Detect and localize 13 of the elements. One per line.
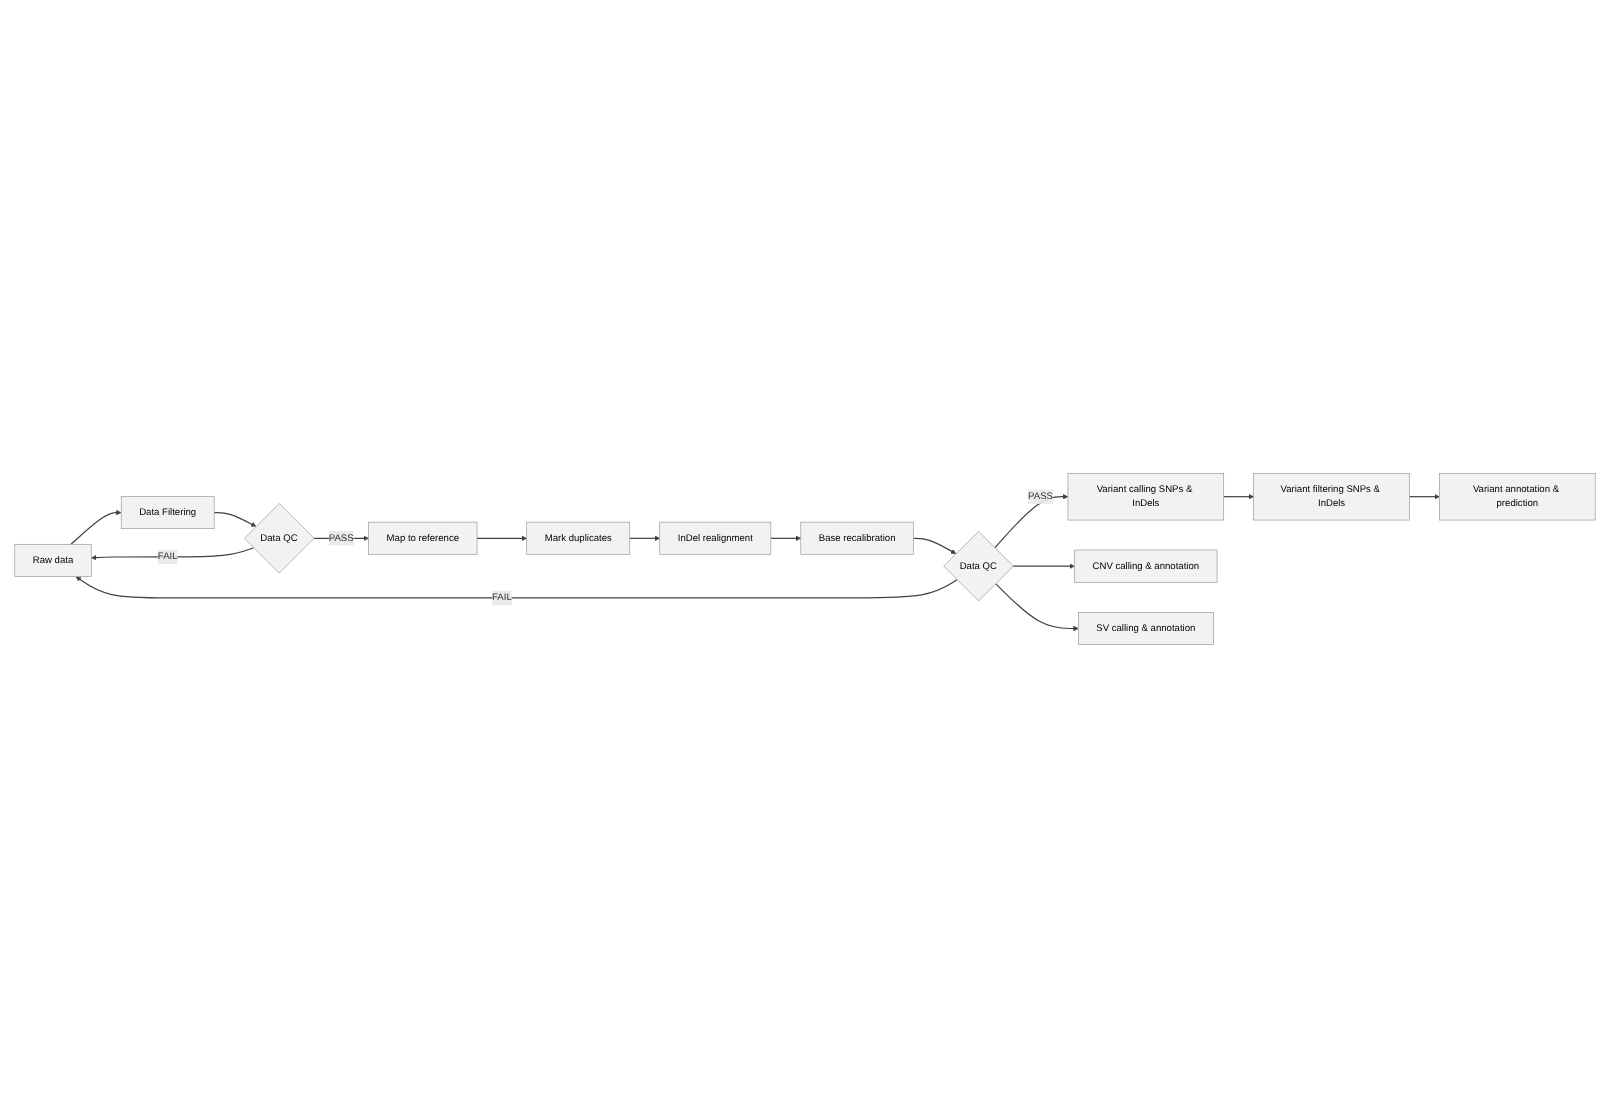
arrow: [91, 547, 255, 561]
arrow: [213, 511, 257, 527]
arrow: [75, 576, 958, 599]
arrow: [476, 535, 527, 541]
arrow: [629, 535, 660, 541]
arrow: [1012, 563, 1075, 569]
arrow: [70, 509, 122, 545]
arrow: [1223, 494, 1254, 500]
arrow: [912, 537, 957, 554]
arrow: [995, 583, 1079, 632]
arrow: [994, 494, 1069, 549]
arrow: [1408, 494, 1440, 500]
arrow: [770, 535, 802, 541]
